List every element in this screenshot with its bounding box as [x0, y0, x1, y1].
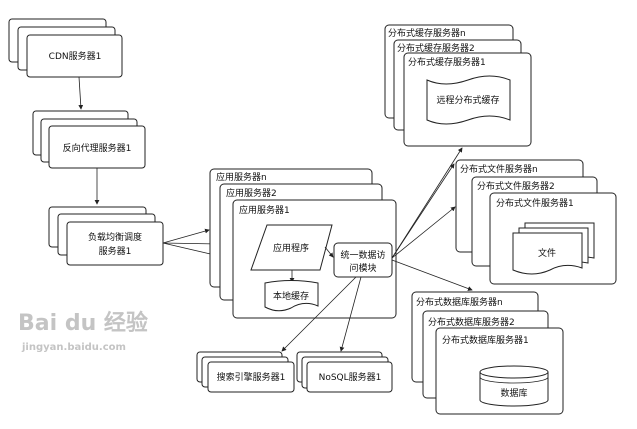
arrow-module-db [391, 259, 473, 291]
cache-server-stack: 分布式缓存服务器n 分布式缓存服务器2 分布式缓存服务器1 远程分布式缓存 [384, 24, 532, 147]
app-2-label: 应用服务器2 [226, 187, 277, 199]
lb-label-1: 负载均衡调度 [88, 231, 142, 243]
cdn-label: CDN服务器1 [49, 50, 102, 62]
module-label-1: 统一数据访 [340, 249, 385, 261]
load-balancer-stack: 负载均衡调度 服务器1 [48, 206, 164, 266]
app-n-label: 应用服务器n [216, 171, 267, 183]
arrow-module-file-n [391, 163, 455, 259]
file-1-label: 分布式文件服务器1 [496, 197, 574, 209]
baidu-watermark: Bai du 经验 jingyan.baidu.com [18, 310, 148, 353]
arrow-module-file-2 [391, 206, 456, 259]
search-server-stack: 搜索引擎服务器1 [196, 351, 295, 393]
arrow-program-module [324, 246, 334, 258]
arrow-cdn-proxy [78, 76, 84, 110]
file-n-label: 分布式文件服务器n [460, 163, 538, 175]
db-1-label: 分布式数据库服务器1 [442, 334, 529, 346]
file-server-stack: 分布式文件服务器n 分布式文件服务器2 分布式文件服务器1 文件 [455, 159, 617, 285]
arrow-module-nosql [339, 276, 362, 352]
app-program-shape [250, 224, 333, 271]
file-2-label: 分布式文件服务器2 [477, 180, 555, 192]
database-cylinder [479, 372, 549, 407]
db-n-label: 分布式数据库服务器n [416, 296, 503, 308]
db-2-label: 分布式数据库服务器2 [428, 316, 515, 328]
local-cache-shape [264, 280, 319, 312]
proxy-label: 反向代理服务器1 [63, 142, 132, 154]
remote-cache-shape [426, 75, 511, 125]
arrow-lb-app-n [162, 228, 210, 244]
db-server-stack: 分布式数据库服务器n 分布式数据库服务器2 分布式数据库服务器1 数据库 [411, 291, 564, 415]
local-cache-label: 本地缓存 [273, 290, 309, 302]
watermark-url: jingyan.baidu.com [21, 342, 126, 353]
search-label: 搜索引擎服务器1 [217, 371, 286, 383]
app-program-label: 应用程序 [273, 242, 309, 254]
database-label: 数据库 [500, 387, 527, 399]
file-doc-shape [512, 232, 583, 275]
remote-cache-label: 远程分布式缓存 [436, 94, 499, 106]
nosql-label: NoSQL服务器1 [319, 371, 382, 383]
app-1-label: 应用服务器1 [239, 204, 290, 216]
cdn-server-stack: CDN服务器1 [8, 18, 123, 78]
watermark-brand: Bai du 经验 [18, 310, 148, 336]
file-label: 文件 [538, 247, 556, 259]
lb-label-2: 服务器1 [99, 245, 132, 257]
cache-1-label: 分布式缓存服务器1 [408, 56, 486, 68]
nosql-server-stack: NoSQL服务器1 [296, 351, 393, 393]
cache-2-label: 分布式缓存服务器2 [397, 42, 475, 54]
app-server-stack: 应用服务器n 应用服务器2 应用服务器1 应用程序 统一数据访 问模块 本地缓存 [209, 168, 397, 319]
cache-n-label: 分布式缓存服务器n [388, 27, 466, 39]
module-label-2: 问模块 [349, 262, 376, 274]
reverse-proxy-stack: 反向代理服务器1 [32, 110, 146, 169]
arrow-module-search [281, 276, 357, 352]
